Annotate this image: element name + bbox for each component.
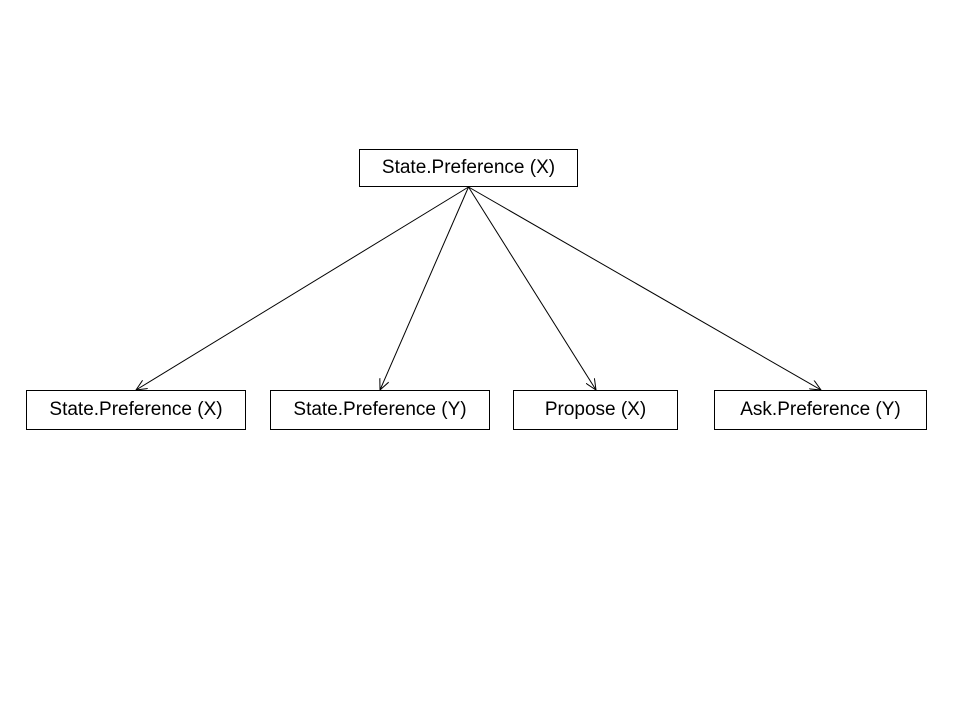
child-node-label: State.Preference (X) [49,399,223,420]
child-node-label: Ask.Preference (Y) [740,399,901,420]
root-node-label: State.Preference (X) [381,157,556,178]
edge-arrow-3 [468,186,597,390]
root-node: State.Preference (X) [359,149,578,187]
child-node-label: Propose (X) [544,399,647,420]
child-node-label: State.Preference (Y) [293,399,467,420]
child-node-ask-preference-y: Ask.Preference (Y) [714,390,927,430]
child-node-propose-x: Propose (X) [513,390,678,430]
edges-group [136,186,822,390]
child-node-state-preference-y: State.Preference (Y) [270,390,490,430]
edge-arrow-2 [380,186,469,390]
edge-arrow-1 [136,186,469,390]
child-node-state-preference-x: State.Preference (X) [26,390,246,430]
edge-arrow-4 [468,186,822,390]
